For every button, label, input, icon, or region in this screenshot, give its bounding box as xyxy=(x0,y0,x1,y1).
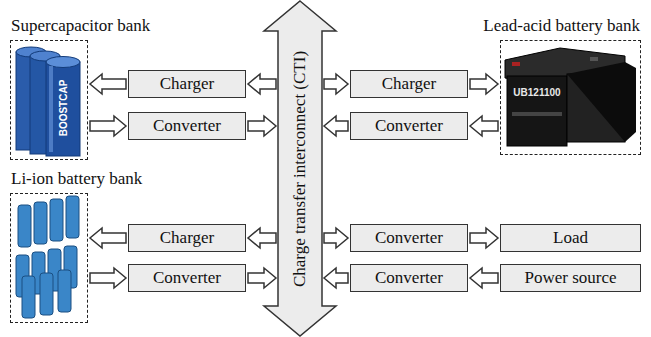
process-box: Converter xyxy=(350,264,468,292)
hollow-arrow xyxy=(324,74,348,94)
box-label: Load xyxy=(553,228,588,248)
hollow-arrow xyxy=(248,228,276,248)
box-label: Power source xyxy=(524,268,616,288)
process-box: Charger xyxy=(350,70,468,98)
hollow-arrow xyxy=(90,116,126,136)
hollow-arrow xyxy=(248,74,276,94)
hollow-arrow xyxy=(324,228,348,248)
storage-bank: Supercapacitor bank xyxy=(10,40,88,160)
hollow-arrow xyxy=(90,268,126,288)
hollow-arrow xyxy=(470,74,498,94)
interconnect-arrow: Charge transfer interconnect (CTI) xyxy=(278,1,322,336)
hollow-arrow xyxy=(248,116,276,136)
process-box: Converter xyxy=(128,112,246,140)
hollow-arrow xyxy=(324,116,348,136)
process-box: Charger xyxy=(128,224,246,252)
product-marking: UB121100 xyxy=(513,87,560,98)
storage-bank: Lead-acid battery bank xyxy=(500,40,641,155)
bank-heading: Supercapacitor bank xyxy=(11,16,150,36)
hollow-arrow xyxy=(90,74,126,94)
box-label: Charger xyxy=(382,74,436,94)
box-label: Charger xyxy=(160,74,214,94)
box-label: Converter xyxy=(375,116,443,136)
box-label: Converter xyxy=(375,228,443,248)
bank-heading: Lead-acid battery bank xyxy=(483,16,640,36)
process-box: Load xyxy=(500,224,641,252)
hollow-arrow xyxy=(470,116,498,136)
hollow-arrow xyxy=(248,268,276,288)
box-label: Converter xyxy=(375,268,443,288)
box-label: Converter xyxy=(153,268,221,288)
lead-acid-picture xyxy=(505,48,636,146)
process-box: Converter xyxy=(128,264,246,292)
process-box: Charger xyxy=(128,70,246,98)
supercapacitor-picture xyxy=(16,47,80,156)
box-label: Charger xyxy=(160,228,214,248)
hollow-arrow xyxy=(90,228,126,248)
storage-bank: Li-ion battery bank xyxy=(10,193,88,323)
hollow-arrow xyxy=(324,268,348,288)
bank-heading: Li-ion battery bank xyxy=(11,169,142,189)
process-box: Converter xyxy=(350,224,468,252)
li-ion-picture xyxy=(16,196,79,318)
product-marking: BOOSTCAP xyxy=(58,80,69,137)
process-box: Converter xyxy=(350,112,468,140)
hollow-arrow xyxy=(470,228,498,248)
box-label: Charge transfer interconnect (CTI) xyxy=(290,50,310,286)
process-box: Power source xyxy=(500,264,641,292)
hollow-arrow xyxy=(470,268,498,288)
box-label: Converter xyxy=(153,116,221,136)
